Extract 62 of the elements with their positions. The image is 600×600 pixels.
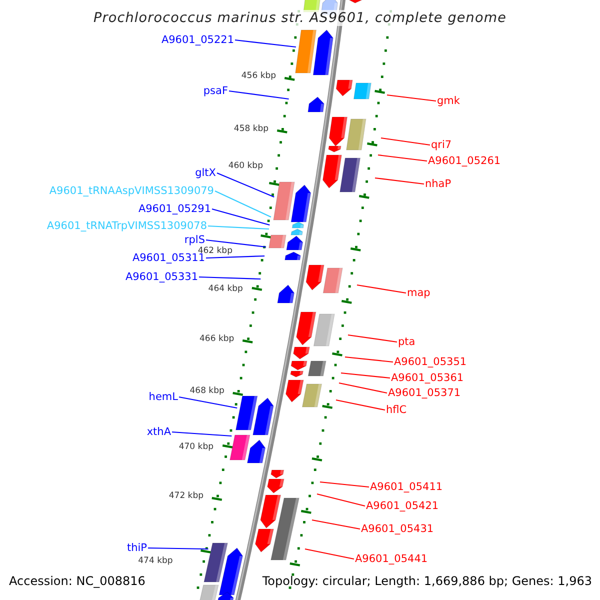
leader-line [312,519,360,530]
leader-line [148,547,208,550]
gene-label: thiP [126,541,147,555]
gene-label: psaF [203,84,228,98]
scale-label: 460 kbp [228,161,263,171]
leader-line [338,382,388,394]
leader-line [320,481,370,488]
leader-line [216,172,274,198]
gene-label: A9601_05411 [370,480,443,494]
gene-label: A9601_05291 [138,202,211,216]
genome-stats-note: Topology: circular; Length: 1,669,886 bp; Genes: 1,963 [262,574,592,589]
leader-line [348,334,398,343]
leader-line [316,493,366,507]
scale-label: 458 kbp [234,124,269,134]
gene-label: qri7 [431,138,452,152]
leader-line [214,190,272,218]
leader-line [304,548,354,560]
gene-label: pta [398,335,416,349]
gene-label: gmk [437,94,460,108]
gene-label: rplS [184,233,205,247]
gene-label: A9601_05431 [361,522,434,536]
scale-label: 464 kbp [208,284,243,294]
leader-line [336,399,386,411]
gene-label: hflC [386,403,407,417]
leader-line [172,431,232,437]
scale-label: 472 kbp [168,491,204,501]
scale-label: 466 kbp [200,334,234,344]
leader-line [228,90,289,100]
leader-line [212,208,270,226]
gene-label: A9601_05351 [394,355,467,369]
leader-line [206,255,265,259]
gene-label: hemL [148,390,178,404]
gene-label: map [407,286,430,300]
leader-line [198,276,261,280]
scale-label: 470 kbp [178,442,214,452]
scale-label: 456 kbp [241,71,276,81]
leader-line [380,137,430,146]
gene-label: gltX [195,166,216,180]
leader-line [344,356,394,363]
leader-line [208,225,270,230]
gene-label: A9601_05421 [366,499,439,513]
gene-label: nhaP [425,177,452,191]
gene-label: A9601_05361 [391,371,464,385]
scale-label: 468 kbp [190,386,224,396]
leader-line [356,284,406,294]
gene-label: A9601_05371 [388,386,461,400]
gene-label: A9601_tRNATrpVIMSS1309078 [46,219,207,233]
gene-label: A9601_tRNAAspVIMSS1309079 [49,184,214,198]
gene-label: A9601_05261 [428,154,501,168]
leader-line [378,154,428,162]
leader-line [234,39,296,48]
leader-line [178,396,238,409]
leader-line [206,239,266,248]
leader-line [374,177,424,185]
gene-label: A9601_05221 [161,33,234,47]
gene-label: xthA [146,425,171,439]
leader-line [386,94,436,102]
gene-label: A9601_05331 [125,270,198,284]
gene-label: A9601_05441 [355,552,428,566]
accession-note: Accession: NC_008816 [9,574,146,589]
leader-line [340,372,390,379]
scale-label: 474 kbp [138,556,173,566]
